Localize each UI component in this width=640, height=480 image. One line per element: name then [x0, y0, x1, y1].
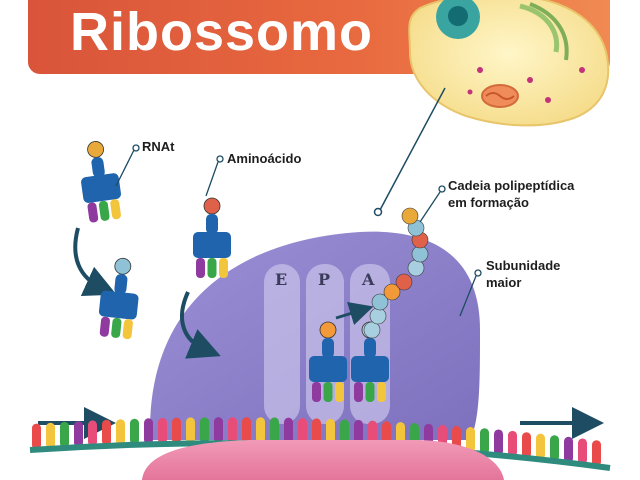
- chain-pointer-line: [419, 191, 441, 223]
- mrna-base: [144, 418, 153, 445]
- mrna-base: [340, 419, 349, 446]
- peptide-transfer-arrow-icon: [335, 302, 374, 325]
- mrna-bases: [32, 417, 601, 467]
- mrna-base: [46, 422, 55, 449]
- polypeptide-label-line2: em formação: [448, 195, 529, 210]
- mrna-base: [214, 417, 223, 444]
- trna-icon: [81, 141, 122, 223]
- large-subunit-label-line1: Subunidade: [486, 258, 561, 273]
- mrna-base: [564, 436, 573, 463]
- cell-illustration-icon: [408, 0, 610, 127]
- trna-icon: [98, 257, 139, 340]
- mrna-base: [284, 417, 293, 444]
- amino-acid-bead: [395, 273, 413, 291]
- mrna-base: [550, 435, 559, 462]
- mrna-base: [256, 417, 265, 444]
- amino-pointer-dot: [216, 155, 224, 163]
- mrna-base: [102, 419, 111, 446]
- mrna-base: [592, 440, 601, 467]
- mrna-base: [116, 419, 125, 446]
- subunit-pointer-line: [459, 275, 477, 317]
- amino-acid-bead: [401, 207, 419, 225]
- amino-acid-bead: [369, 307, 387, 325]
- trna-icon: [193, 197, 231, 278]
- mrna-base: [466, 427, 475, 454]
- mrna-base: [172, 417, 181, 444]
- mrna-base: [312, 418, 321, 445]
- subunit-pointer-dot: [474, 269, 482, 277]
- mrna-base: [480, 428, 489, 455]
- small-subunit: [142, 440, 504, 480]
- mrna-base: [270, 417, 279, 444]
- site-p-label: P: [318, 270, 331, 289]
- amino-acid-bead: [411, 245, 429, 263]
- amino-acid-label: Aminoácido: [227, 151, 302, 166]
- mrna-base: [88, 420, 97, 447]
- cell-pointer-dot: [373, 207, 383, 217]
- mrna-base: [74, 421, 83, 448]
- amino-acid-bead: [371, 293, 389, 311]
- trna-pointer-line: [115, 149, 135, 187]
- amino-acid-bead: [383, 283, 401, 301]
- polypeptide-chain: [363, 207, 429, 339]
- mrna-base: [200, 417, 209, 444]
- mrna-base: [130, 418, 139, 445]
- amino-acid-bead: [363, 321, 381, 339]
- mrna-base: [242, 417, 251, 444]
- mrna-base: [298, 417, 307, 444]
- mrna-base: [494, 429, 503, 456]
- mrna-base: [508, 430, 517, 457]
- mrna-base: [32, 423, 41, 450]
- polypeptide-label-line1: Cadeia polipeptídica: [448, 178, 575, 193]
- curved-arrow-icon: [180, 291, 221, 359]
- trna-icon: [309, 321, 347, 402]
- amino-pointer-line: [205, 161, 219, 197]
- trna-label: RNAt: [142, 139, 175, 154]
- mrna-base: [536, 433, 545, 460]
- trna-pointer-dot: [132, 144, 140, 152]
- mrna-base: [228, 417, 237, 444]
- mrna-base: [578, 438, 587, 465]
- site-e-column: [264, 264, 300, 424]
- amino-acid-bead: [407, 259, 425, 277]
- chain-pointer-dot: [438, 185, 446, 193]
- mrna-base: [186, 417, 195, 444]
- mrna-base: [354, 419, 363, 446]
- large-subunit-label-line2: maior: [486, 275, 522, 290]
- mrna-base: [158, 417, 167, 444]
- site-e-label: E: [275, 270, 288, 289]
- site-a-label: A: [362, 270, 375, 289]
- cell-pointer-line: [379, 87, 446, 211]
- mrna-base: [60, 421, 69, 448]
- trna-group: [81, 141, 389, 402]
- mrna-base: [522, 432, 531, 459]
- page-title: Ribossomo: [70, 2, 374, 62]
- curved-arrow-icon: [73, 227, 117, 296]
- mrna-base: [326, 418, 335, 445]
